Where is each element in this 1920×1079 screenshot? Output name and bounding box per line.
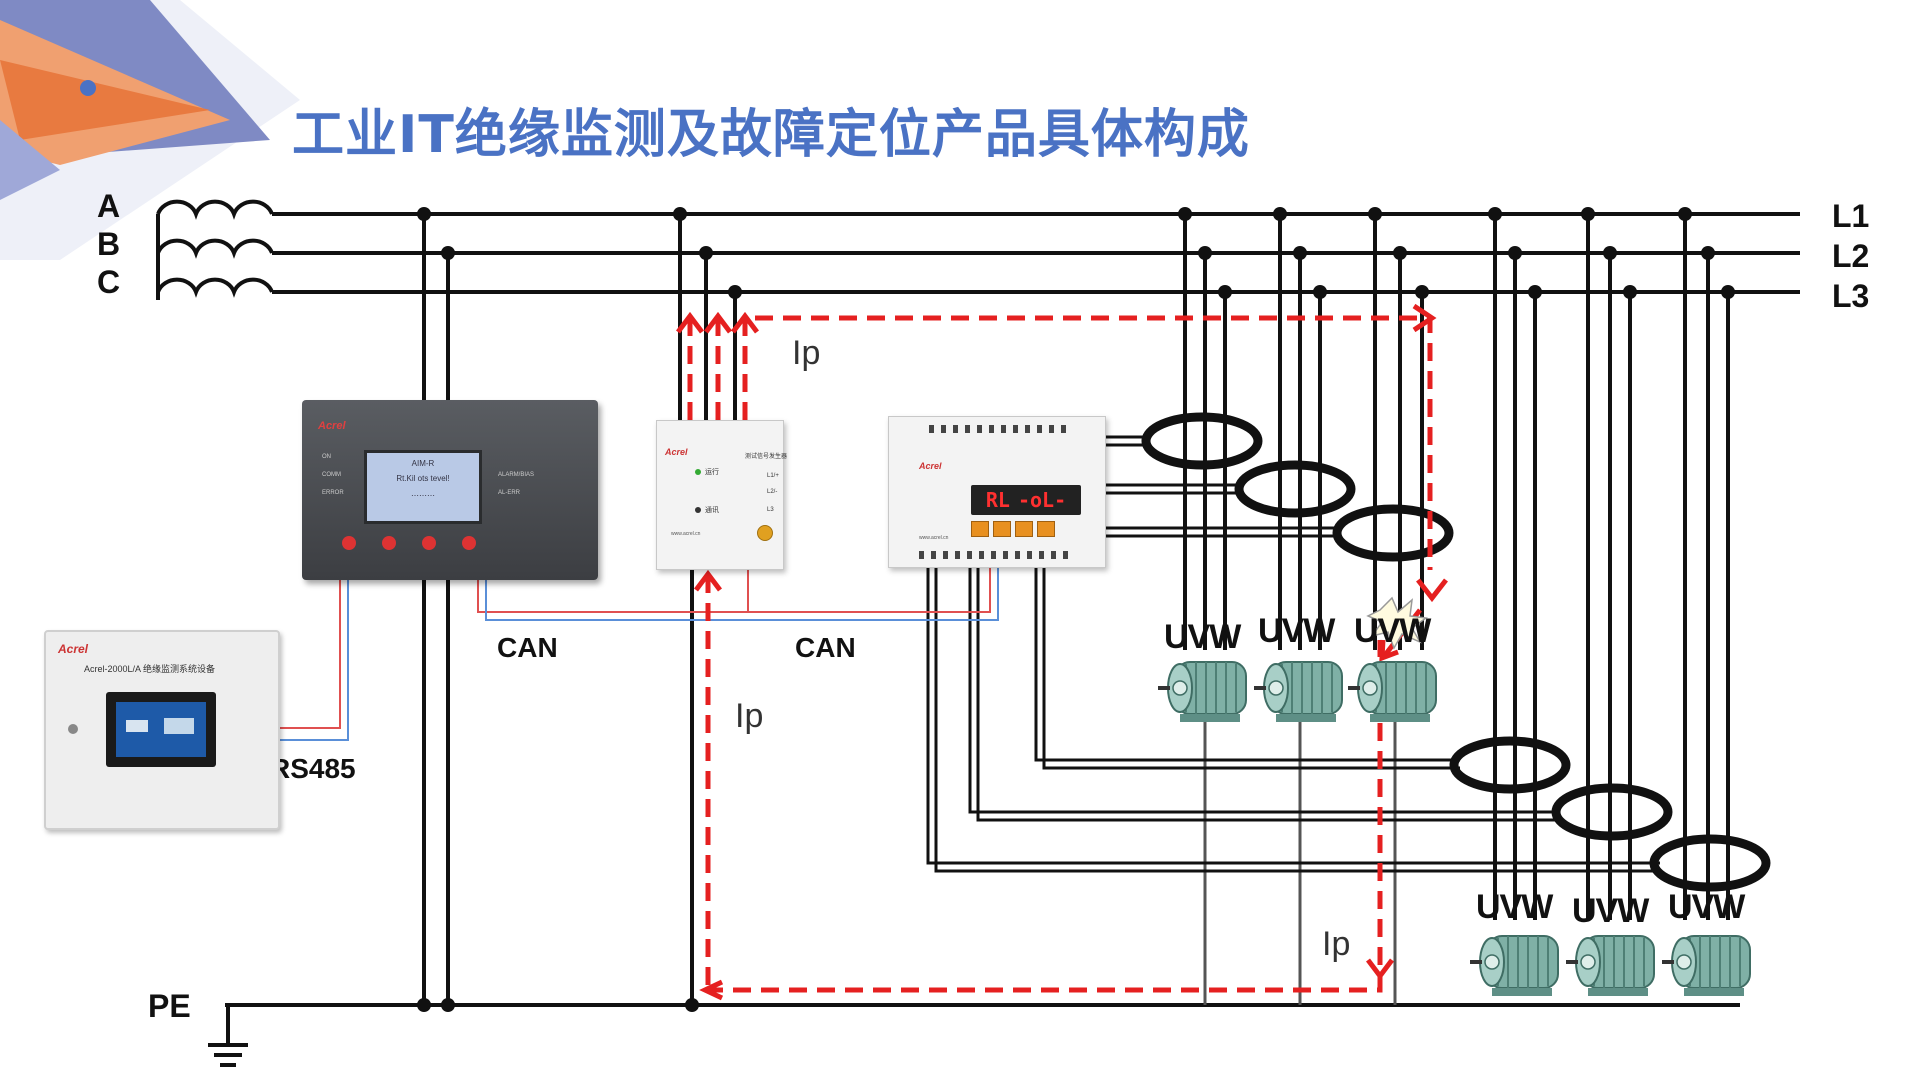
brand-logo: Acrel <box>318 420 346 432</box>
device-url: www.acrel.cn <box>671 531 701 537</box>
bus-label-l1: L1 <box>1832 198 1870 234</box>
terminal-label: L2/- <box>767 489 778 495</box>
locator-button[interactable] <box>993 521 1011 537</box>
monitor-button[interactable] <box>462 536 476 550</box>
motor-label: UVW <box>1258 612 1335 650</box>
monitor-lcd-line: AIM-R <box>411 459 435 468</box>
bus-label-l3: L3 <box>1832 278 1870 314</box>
led-label: ERROR <box>322 490 344 496</box>
can-label-left: CAN <box>497 632 558 663</box>
fault-spark-icon <box>1366 596 1428 650</box>
motor-label: UVW <box>1572 892 1649 930</box>
status-led <box>695 469 701 475</box>
locator-button[interactable] <box>1037 521 1055 537</box>
brand-logo: Acrel <box>665 447 688 457</box>
junction-dots <box>417 207 742 1012</box>
generator-name: 测试信号发生器 <box>745 454 788 460</box>
led-label: ON <box>322 454 331 460</box>
bus-label-l2: L2 <box>1832 238 1870 274</box>
led-label: AL-ERR <box>498 490 521 496</box>
locator-display-digits: -oL- <box>1017 488 1067 512</box>
motor-label: UVW <box>1354 612 1431 650</box>
terminal-label: L1/+ <box>767 473 779 479</box>
monitor-wires <box>422 214 450 1005</box>
monitor-button[interactable] <box>422 536 436 550</box>
ct-leads <box>926 435 1660 873</box>
fault-current-path <box>687 315 1433 993</box>
fault-current-label: Ip <box>1322 925 1351 963</box>
feeder-junctions <box>1178 207 1735 299</box>
generator-wires <box>678 214 737 1005</box>
terminal-strip <box>929 425 1069 433</box>
led-label: 通讯 <box>705 507 719 514</box>
generator-knob[interactable] <box>757 525 773 541</box>
monitor-button[interactable] <box>342 536 356 550</box>
ground-label: PE <box>148 988 191 1024</box>
locator-button[interactable] <box>971 521 989 537</box>
fault-arrows <box>676 303 1448 1001</box>
status-led <box>695 507 701 513</box>
insulation-monitor: Acrel AIM-R Rt.Kil ots tevel! ⋯⋯⋯ ON COM… <box>302 400 598 580</box>
monitor-lcd: AIM-R Rt.Kil ots tevel! ⋯⋯⋯ <box>364 450 482 524</box>
phase-label-c: C <box>97 264 121 300</box>
ground-symbol <box>208 1005 248 1067</box>
led-label: COMM <box>322 472 341 478</box>
fault-locator: Acrel RL -oL- www.acrel.cn <box>888 416 1106 568</box>
rs485-wiring <box>270 560 349 741</box>
can-label-right: CAN <box>795 632 856 663</box>
phase-label-b: B <box>97 226 121 262</box>
led-label: 运行 <box>705 469 719 476</box>
fault-current-label: Ip <box>792 334 821 372</box>
monitor-button[interactable] <box>382 536 396 550</box>
monitor-lcd-line: ⋯⋯⋯ <box>411 491 435 500</box>
monitoring-cabinet: Acrel Acrel-2000L/A 绝缘监测系统设备 <box>44 630 280 830</box>
monitor-lcd-line: Rt.Kil ots tevel! <box>396 474 450 483</box>
locator-button[interactable] <box>1015 521 1033 537</box>
page-title: 工业IT绝缘监测及故障定位产品具体构成 <box>292 105 1250 165</box>
ct-rings <box>1141 412 1771 892</box>
phase-lines <box>272 212 1800 294</box>
cabinet-lock-icon <box>68 724 78 734</box>
motor-feeders-lower <box>1493 214 1730 920</box>
transformer-coils <box>156 199 274 300</box>
motor-label: UVW <box>1164 618 1241 656</box>
locator-display-digits: RL <box>985 488 1010 512</box>
terminal-label: L3 <box>767 507 774 513</box>
device-url: www.acrel.cn <box>919 535 949 541</box>
motor-label: UVW <box>1668 888 1745 926</box>
corner-decoration <box>0 0 300 260</box>
led-label: ALARM/BIAS <box>498 472 535 478</box>
locator-display: RL -oL- <box>971 485 1081 515</box>
brand-logo: Acrel <box>919 461 942 471</box>
cabinet-touchscreen <box>106 692 216 767</box>
brand-logo: Acrel <box>58 642 89 656</box>
cabinet-model: Acrel-2000L/A 绝缘监测系统设备 <box>84 664 216 674</box>
motor-feeders-upper <box>1183 214 1424 650</box>
test-signal-generator: Acrel 测试信号发生器 运行 通讯 L1/+ L2/- L3 www.acr… <box>656 420 788 570</box>
terminal-strip <box>919 551 1069 559</box>
rs485-label: RS485 <box>270 753 356 784</box>
phase-label-a: A <box>97 188 121 224</box>
fault-current-label: Ip <box>735 697 764 735</box>
motor-label: UVW <box>1476 888 1553 926</box>
